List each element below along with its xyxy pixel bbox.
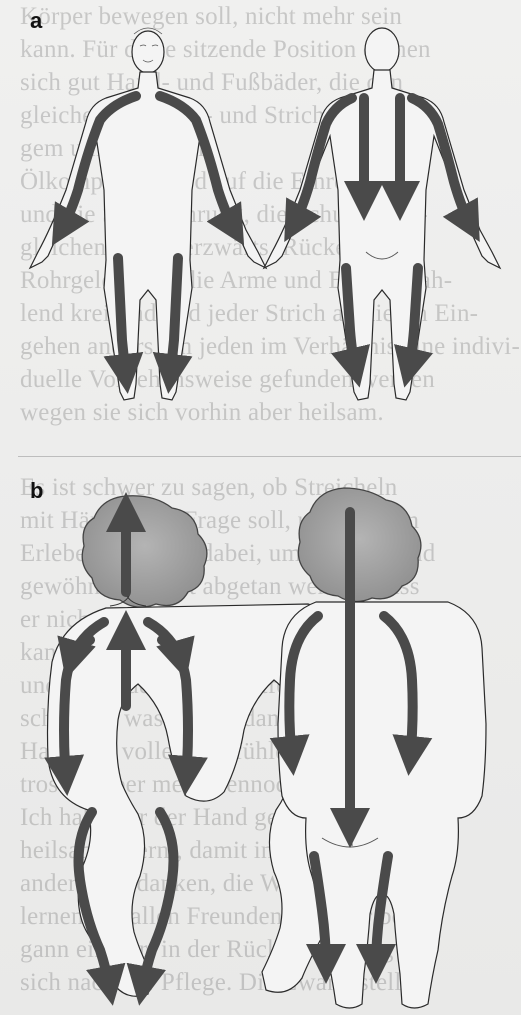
front-head-shaded-b — [82, 496, 207, 607]
back-head — [365, 28, 399, 72]
panel-label-a: a — [30, 8, 42, 34]
panel-label-b: b — [30, 478, 43, 504]
front-right-leg-stroke-b — [142, 812, 174, 990]
back-head-shaded-b — [298, 488, 421, 602]
front-body-outline — [30, 72, 266, 400]
back-body-outline — [264, 70, 500, 400]
front-head — [132, 31, 164, 73]
